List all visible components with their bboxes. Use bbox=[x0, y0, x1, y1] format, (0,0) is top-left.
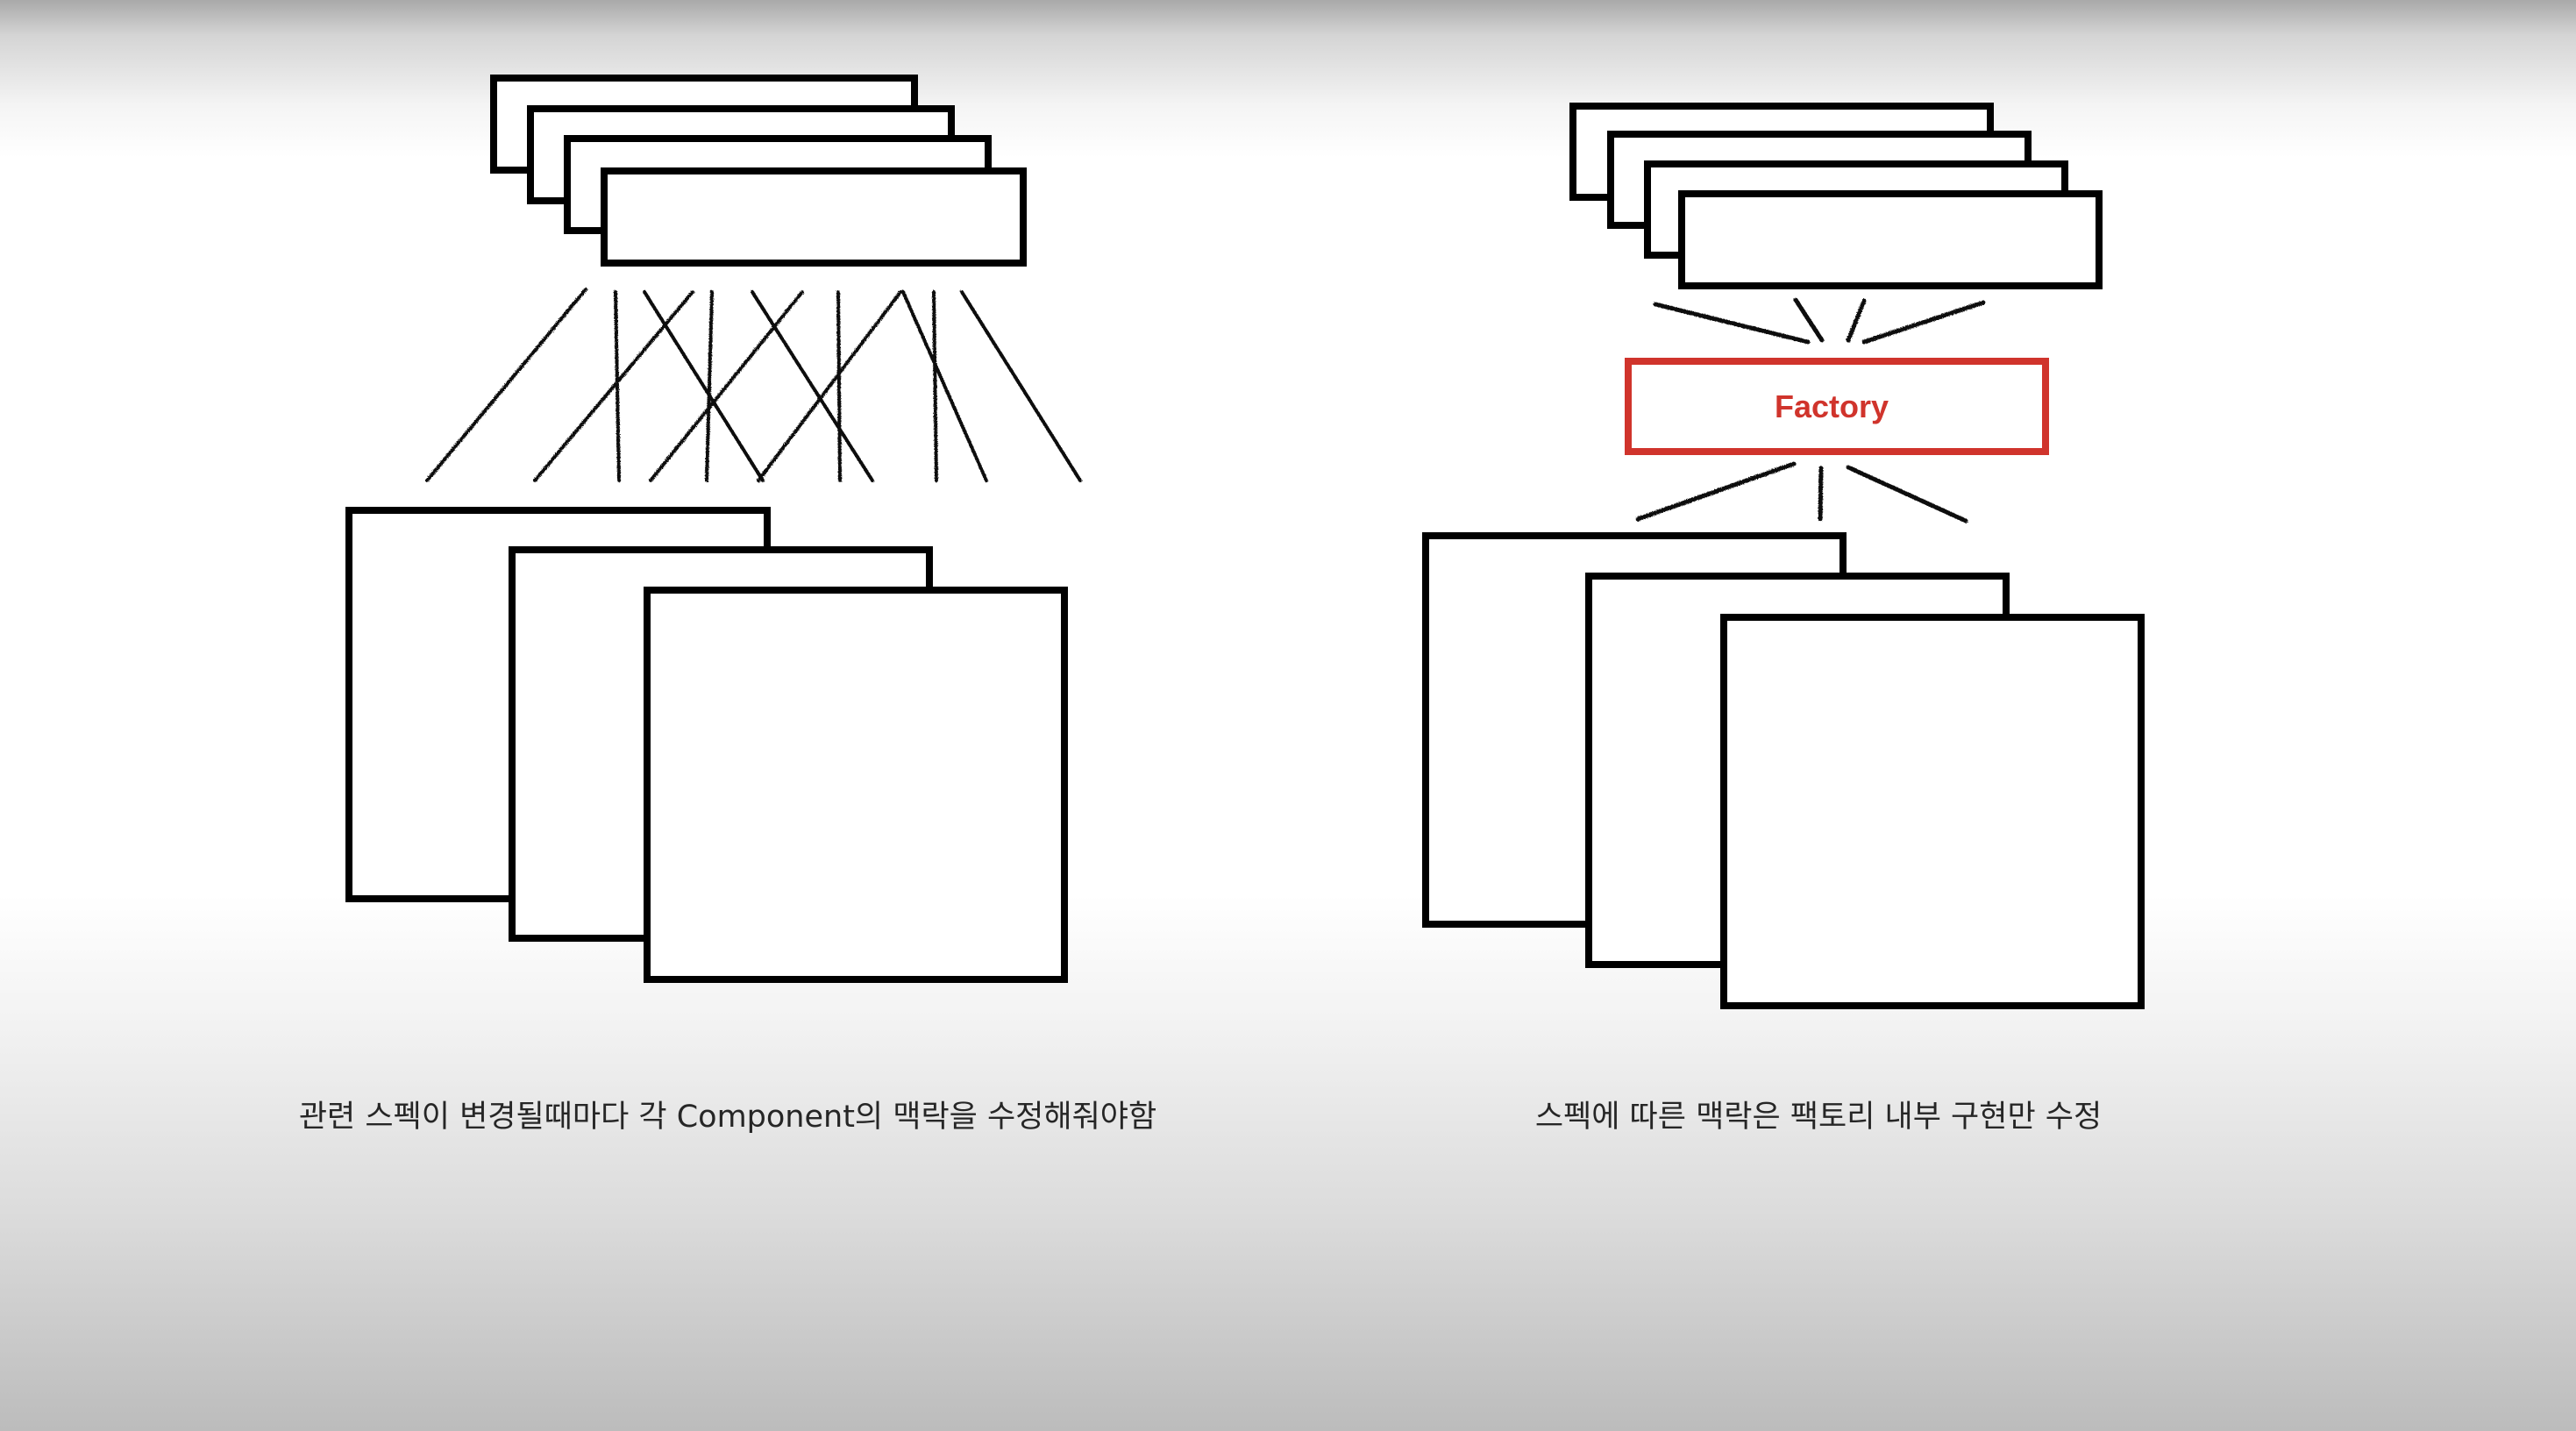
right-component-card bbox=[1720, 614, 2145, 1009]
left-component-stack bbox=[345, 507, 1068, 983]
right-panel: Factory bbox=[1422, 103, 2145, 1009]
right-upper-connectors bbox=[1653, 297, 1986, 345]
right-lower-connectors bbox=[1635, 461, 1968, 523]
left-caption: 관련 스펙이 변경될때마다 각 Component의 맥락을 수정해줘야함 bbox=[298, 1100, 1157, 1135]
right-component-stack bbox=[1422, 532, 2145, 1009]
right-spec-card bbox=[1678, 190, 2103, 289]
left-panel bbox=[345, 75, 1082, 983]
left-component-card bbox=[644, 587, 1068, 983]
right-spec-stack bbox=[1569, 103, 2103, 289]
factory-frame bbox=[1625, 358, 2049, 455]
factory-box: Factory bbox=[1625, 358, 2049, 455]
left-spec-card bbox=[601, 167, 1027, 267]
factory-label: Factory bbox=[1775, 388, 1889, 424]
right-caption: 스펙에 따른 맥락은 팩토리 내부 구현만 수정 bbox=[1534, 1100, 2103, 1135]
left-spec-stack bbox=[490, 75, 1027, 267]
left-crossing-connectors bbox=[425, 288, 1082, 482]
